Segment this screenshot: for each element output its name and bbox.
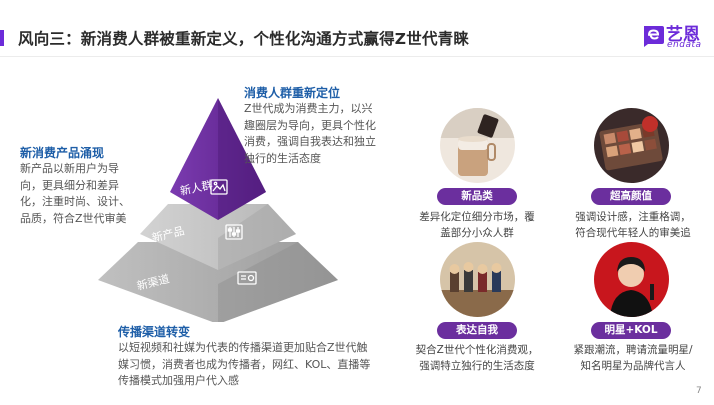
photo-celebrity bbox=[594, 242, 669, 317]
figures-icon bbox=[440, 242, 515, 317]
callout-left-text: 新产品以新用户为导 向，更具细分和差异 化，注重时尚、设计、 品质，符合Z世代审… bbox=[20, 161, 135, 227]
callout-bottom-line: 媒习惯，消费者也成为传播者，网红、KOL、直播等 bbox=[118, 357, 371, 371]
broadcast-icon bbox=[237, 271, 257, 285]
card-line: 强调特立独行的生活态度 bbox=[419, 360, 535, 372]
callout-top-title: 消费人群重新定位 bbox=[244, 86, 341, 100]
callout-left-line: 新产品以新用户为导 bbox=[20, 162, 119, 175]
logo-mark-icon bbox=[644, 26, 664, 47]
callout-bottom-text: 以短视频和社媒为代表的传播渠道更加贴合Z世代触 媒习惯，消费者也成为传播者，网红… bbox=[118, 340, 398, 390]
logo-text-cn: 艺恩 bbox=[666, 25, 700, 45]
sliders-icon bbox=[225, 224, 243, 240]
callout-bottom-line: 以短视频和社媒为代表的传播渠道更加贴合Z世代触 bbox=[118, 341, 368, 354]
card-label-new-category: 新品类 bbox=[437, 188, 517, 205]
coffee-cup-icon bbox=[440, 108, 515, 183]
card-label-celebrity-kol: 明星+KOL bbox=[591, 322, 671, 339]
card-line: 符合现代年轻人的审美追 bbox=[575, 227, 691, 239]
card-line: 差异化定位细分市场，覆 bbox=[419, 211, 535, 223]
brand-logo: 艺恩 endata bbox=[640, 18, 708, 54]
card-text-celebrity-kol: 紧跟潮流，聘请流量明星/ 知名明星为品牌代言人 bbox=[562, 342, 704, 374]
card-text-self-expression: 契合Z世代个性化消费观， 强调特立独行的生活态度 bbox=[400, 342, 554, 374]
header-divider bbox=[0, 56, 714, 57]
card-line: 契合Z世代个性化消费观， bbox=[415, 344, 539, 356]
callout-bottom-title: 传播渠道转变 bbox=[118, 325, 191, 339]
card-line: 紧跟潮流，聘请流量明星/ bbox=[573, 344, 693, 356]
pyramid-tier-bottom bbox=[98, 242, 338, 322]
card-text-high-design: 强调设计感，注重格调， 符合现代年轻人的审美追 bbox=[560, 209, 706, 241]
callout-top-line: 独行的生活态度 bbox=[244, 151, 321, 165]
photo-coffee bbox=[440, 108, 515, 183]
callout-top-line: 趣圈层为导向，更具个性化 bbox=[244, 118, 376, 132]
callout-left-line: 品质，符合Z世代审美 bbox=[20, 211, 127, 225]
photo-makeup-palette bbox=[594, 108, 669, 183]
pyramid-tier-middle bbox=[140, 204, 296, 270]
callout-left-title: 新消费产品涌现 bbox=[20, 146, 105, 160]
callout-left-line: 化，注重时尚、设计、 bbox=[20, 195, 130, 208]
callout-top-line: Z世代成为消费主力，以兴 bbox=[244, 102, 373, 115]
card-label-high-design: 超高颜值 bbox=[591, 188, 671, 205]
palette-icon bbox=[594, 108, 669, 183]
pyramid-tier-top bbox=[170, 98, 266, 220]
tier-label-new-people: 新人群 bbox=[179, 177, 214, 198]
card-line: 强调设计感，注重格调， bbox=[575, 211, 691, 223]
picture-frame-icon bbox=[210, 179, 228, 195]
photo-toy-figures bbox=[440, 242, 515, 317]
page-number: 7 bbox=[696, 386, 702, 396]
card-label-self-expression: 表达自我 bbox=[437, 322, 517, 339]
card-text-new-category: 差异化定位细分市场，覆 盖部分小众人群 bbox=[402, 209, 552, 241]
callout-top-text: Z世代成为消费主力，以兴 趣圈层为导向，更具个性化 消费，强调自我表达和独立 独… bbox=[244, 101, 384, 167]
card-line: 知名明星为品牌代言人 bbox=[580, 360, 686, 372]
page-title: 风向三：新消费人群被重新定义，个性化沟通方式赢得Z世代青睐 bbox=[18, 30, 470, 48]
pyramid-diagram: 新人群 新产品 新渠道 bbox=[98, 98, 338, 322]
title-accent-bar bbox=[0, 30, 4, 46]
callout-left-line: 向，更具细分和差异 bbox=[20, 178, 119, 192]
callout-bottom-line: 传播模式加强用户代入感 bbox=[118, 374, 239, 387]
logo-text-en: endata bbox=[667, 40, 702, 50]
header: 风向三：新消费人群被重新定义，个性化沟通方式赢得Z世代青睐 艺恩 endata bbox=[0, 0, 714, 62]
card-line: 盖部分小众人群 bbox=[440, 227, 514, 239]
callout-top-line: 消费，强调自我表达和独立 bbox=[244, 135, 376, 148]
person-icon bbox=[594, 242, 669, 317]
